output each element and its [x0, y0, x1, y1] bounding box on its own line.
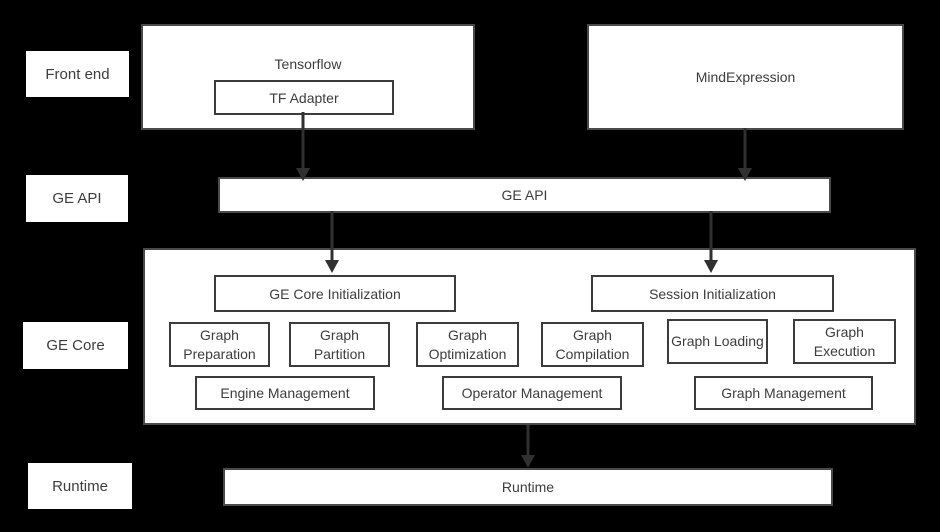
arrow-ge-api-to-session-initialization: [704, 211, 718, 273]
arrow-shaft: [301, 112, 305, 170]
arrow-head-icon: [325, 260, 339, 273]
arrow-tf-adapter-to-ge-api: [296, 112, 310, 181]
arrow-head-icon: [521, 455, 535, 468]
tensorflow-box: Tensorflow TF Adapter: [141, 24, 475, 130]
graph-compilation-box: Graph Compilation: [541, 322, 644, 367]
arrow-ge-core-to-runtime: [521, 425, 535, 468]
graph-execution-box: Graph Execution: [793, 319, 896, 364]
arrow-ge-api-to-core-initialization: [325, 211, 339, 273]
row-label-front-end: Front end: [26, 51, 129, 97]
ge-api-box: GE API: [218, 177, 831, 213]
arrow-head-icon: [704, 260, 718, 273]
arrow-shaft: [526, 425, 530, 457]
graph-loading-box: Graph Loading: [667, 319, 768, 364]
arrow-mind-expression-to-ge-api: [738, 128, 752, 181]
row-label-ge-core: GE Core: [23, 322, 128, 369]
graph-partition-box: Graph Partition: [289, 322, 390, 367]
tf-adapter-box: TF Adapter: [214, 80, 394, 115]
arrow-shaft: [743, 128, 747, 170]
ge-core-box: GE Core Initialization Session Initializ…: [143, 248, 916, 425]
graph-preparation-box: Graph Preparation: [169, 322, 270, 367]
tensorflow-label: Tensorflow: [274, 56, 342, 72]
arrow-shaft: [709, 211, 713, 262]
graph-optimization-box: Graph Optimization: [416, 322, 519, 367]
runtime-box: Runtime: [223, 468, 833, 506]
engine-management-box: Engine Management: [195, 376, 375, 410]
row-label-runtime: Runtime: [28, 463, 132, 509]
arrow-shaft: [330, 211, 334, 262]
ge-core-initialization-box: GE Core Initialization: [214, 275, 456, 312]
row-label-ge-api: GE API: [26, 175, 128, 222]
arrow-head-icon: [738, 168, 752, 181]
session-initialization-box: Session Initialization: [591, 275, 834, 312]
operator-management-box: Operator Management: [442, 376, 622, 410]
mind-expression-box: MindExpression: [587, 24, 904, 130]
graph-management-box: Graph Management: [694, 376, 873, 410]
arrow-head-icon: [296, 168, 310, 181]
